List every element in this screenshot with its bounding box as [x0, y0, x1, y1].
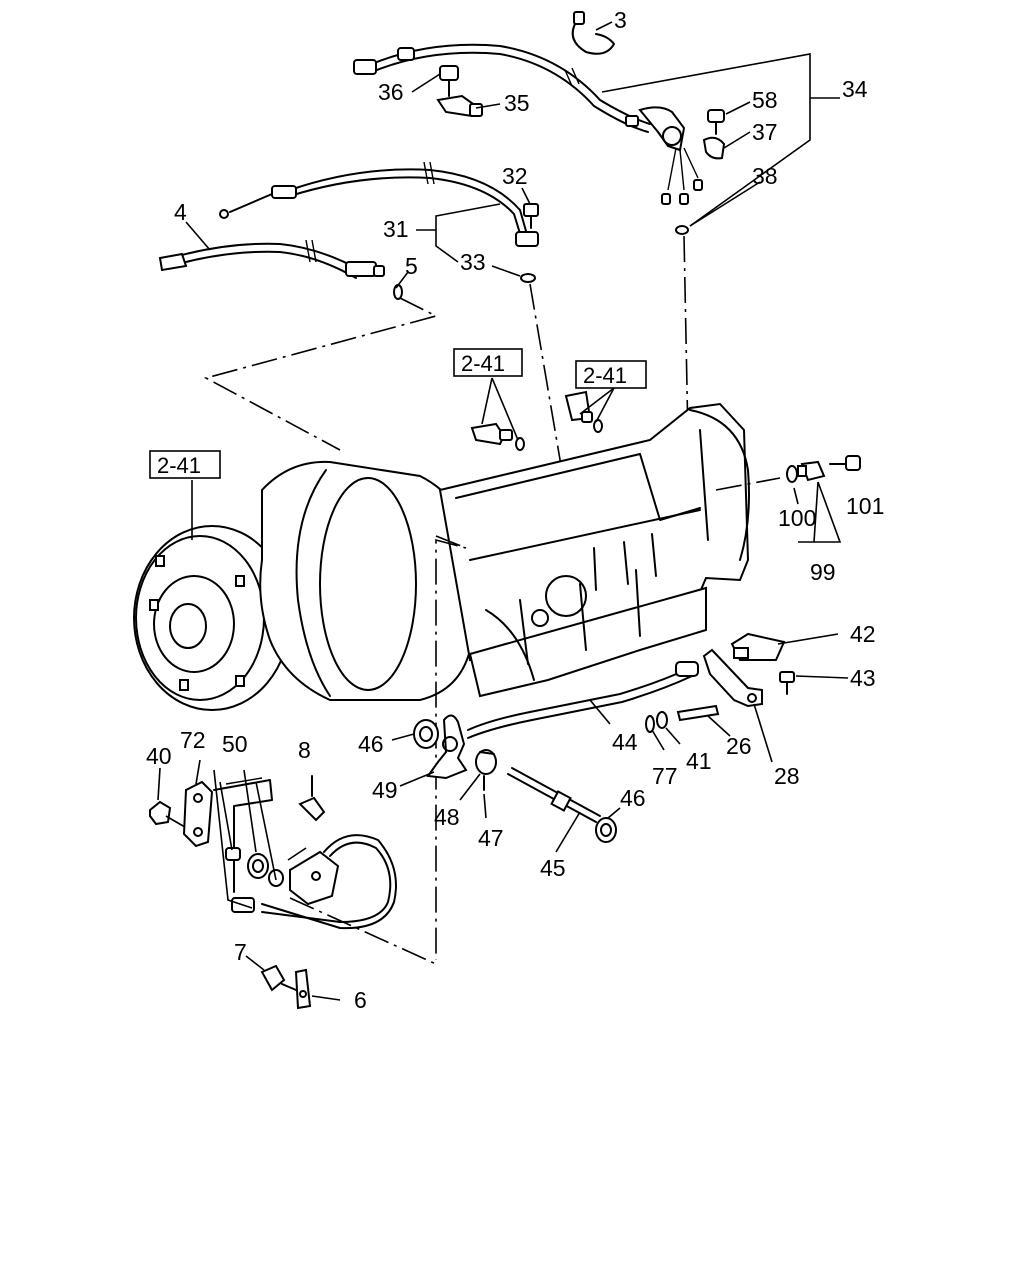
callout-26: 26 [726, 733, 752, 759]
seal-46-upper [413, 719, 439, 749]
callout-37: 37 [752, 119, 778, 145]
o-ring-5 [393, 284, 403, 300]
callout-32: 32 [502, 163, 528, 189]
bolt-101 [829, 455, 861, 471]
ref-label-2: 2-41 [583, 363, 627, 388]
bracket-50 [213, 777, 273, 893]
control-cable-31 [219, 161, 539, 247]
sleeve-48 [475, 749, 497, 775]
ref-box-2 [575, 360, 647, 389]
callout-46-upper: 46 [358, 731, 384, 757]
callout-5: 5 [405, 253, 418, 279]
nut-50 [225, 847, 241, 861]
callout-40: 40 [146, 743, 172, 769]
ref-box-3 [149, 450, 221, 479]
bracket-35 [436, 94, 483, 118]
fitting-8 [298, 775, 326, 822]
ref-label-1: 2-41 [461, 351, 505, 376]
seal-46-lower [595, 817, 617, 843]
bolt-36 [439, 65, 459, 97]
callout-77: 77 [652, 763, 678, 789]
o-ring-38 [675, 225, 689, 235]
bracket-72 [182, 780, 214, 848]
clip-37 [702, 136, 726, 160]
bolt-58 [707, 109, 725, 135]
nut-40 [149, 800, 172, 826]
lever-49 [426, 714, 468, 780]
callout-101: 101 [846, 493, 884, 519]
callout-50: 50 [222, 731, 248, 757]
callout-44: 44 [612, 729, 638, 755]
callout-100: 100 [778, 505, 816, 531]
sensor-2-41-right [564, 390, 603, 433]
o-ring-33 [520, 273, 536, 283]
centerline-100 [715, 477, 781, 491]
callout-42: 42 [850, 621, 876, 647]
callout-35: 35 [504, 90, 530, 116]
callout-41: 41 [686, 748, 712, 774]
transmission-case [259, 402, 750, 701]
callout-4: 4 [174, 199, 187, 225]
centerline-sensor [289, 897, 437, 965]
washer-41 [656, 711, 668, 729]
callout-28: 28 [774, 763, 800, 789]
callout-6: 6 [354, 987, 367, 1013]
callout-49: 49 [372, 777, 398, 803]
washer-50 [247, 853, 269, 879]
pin-26 [676, 704, 720, 722]
shaft-45 [507, 767, 601, 823]
switch-7 [260, 964, 297, 992]
centerline-bell [435, 535, 467, 960]
callout-72: 72 [180, 727, 206, 753]
callout-38: 38 [752, 163, 778, 189]
spring-77 [645, 715, 655, 733]
callout-99: 99 [810, 559, 836, 585]
torque-converter [133, 525, 291, 711]
callout-36: 36 [378, 79, 404, 105]
callout-8: 8 [298, 737, 311, 763]
lever-28 [702, 648, 763, 708]
callout-43: 43 [850, 665, 876, 691]
wiring-harness-34 [353, 43, 703, 205]
callout-33: 33 [460, 249, 486, 275]
callout-47: 47 [478, 825, 504, 851]
bracket-6 [294, 968, 312, 1010]
callout-46-lower: 46 [620, 785, 646, 811]
speedometer-cable-4 [158, 239, 385, 279]
rod-44 [467, 661, 699, 739]
sensor-harness [231, 834, 397, 930]
bolt-43 [779, 671, 795, 695]
sensor-2-41-left [470, 422, 525, 451]
ref-label-3: 2-41 [157, 453, 201, 478]
callout-45: 45 [540, 855, 566, 881]
callout-3: 3 [614, 7, 627, 33]
centerline-5 [203, 297, 439, 451]
callout-31: 31 [383, 216, 409, 242]
callout-34: 34 [842, 76, 868, 102]
washer-100 [786, 465, 798, 483]
switch-99 [797, 460, 826, 482]
callout-58: 58 [752, 87, 778, 113]
bracket-42 [730, 632, 786, 661]
ref-box-1 [453, 348, 523, 377]
clamp-3 [571, 11, 615, 55]
callout-7: 7 [234, 939, 247, 965]
callout-48: 48 [434, 804, 460, 830]
bolt-32 [523, 203, 539, 229]
